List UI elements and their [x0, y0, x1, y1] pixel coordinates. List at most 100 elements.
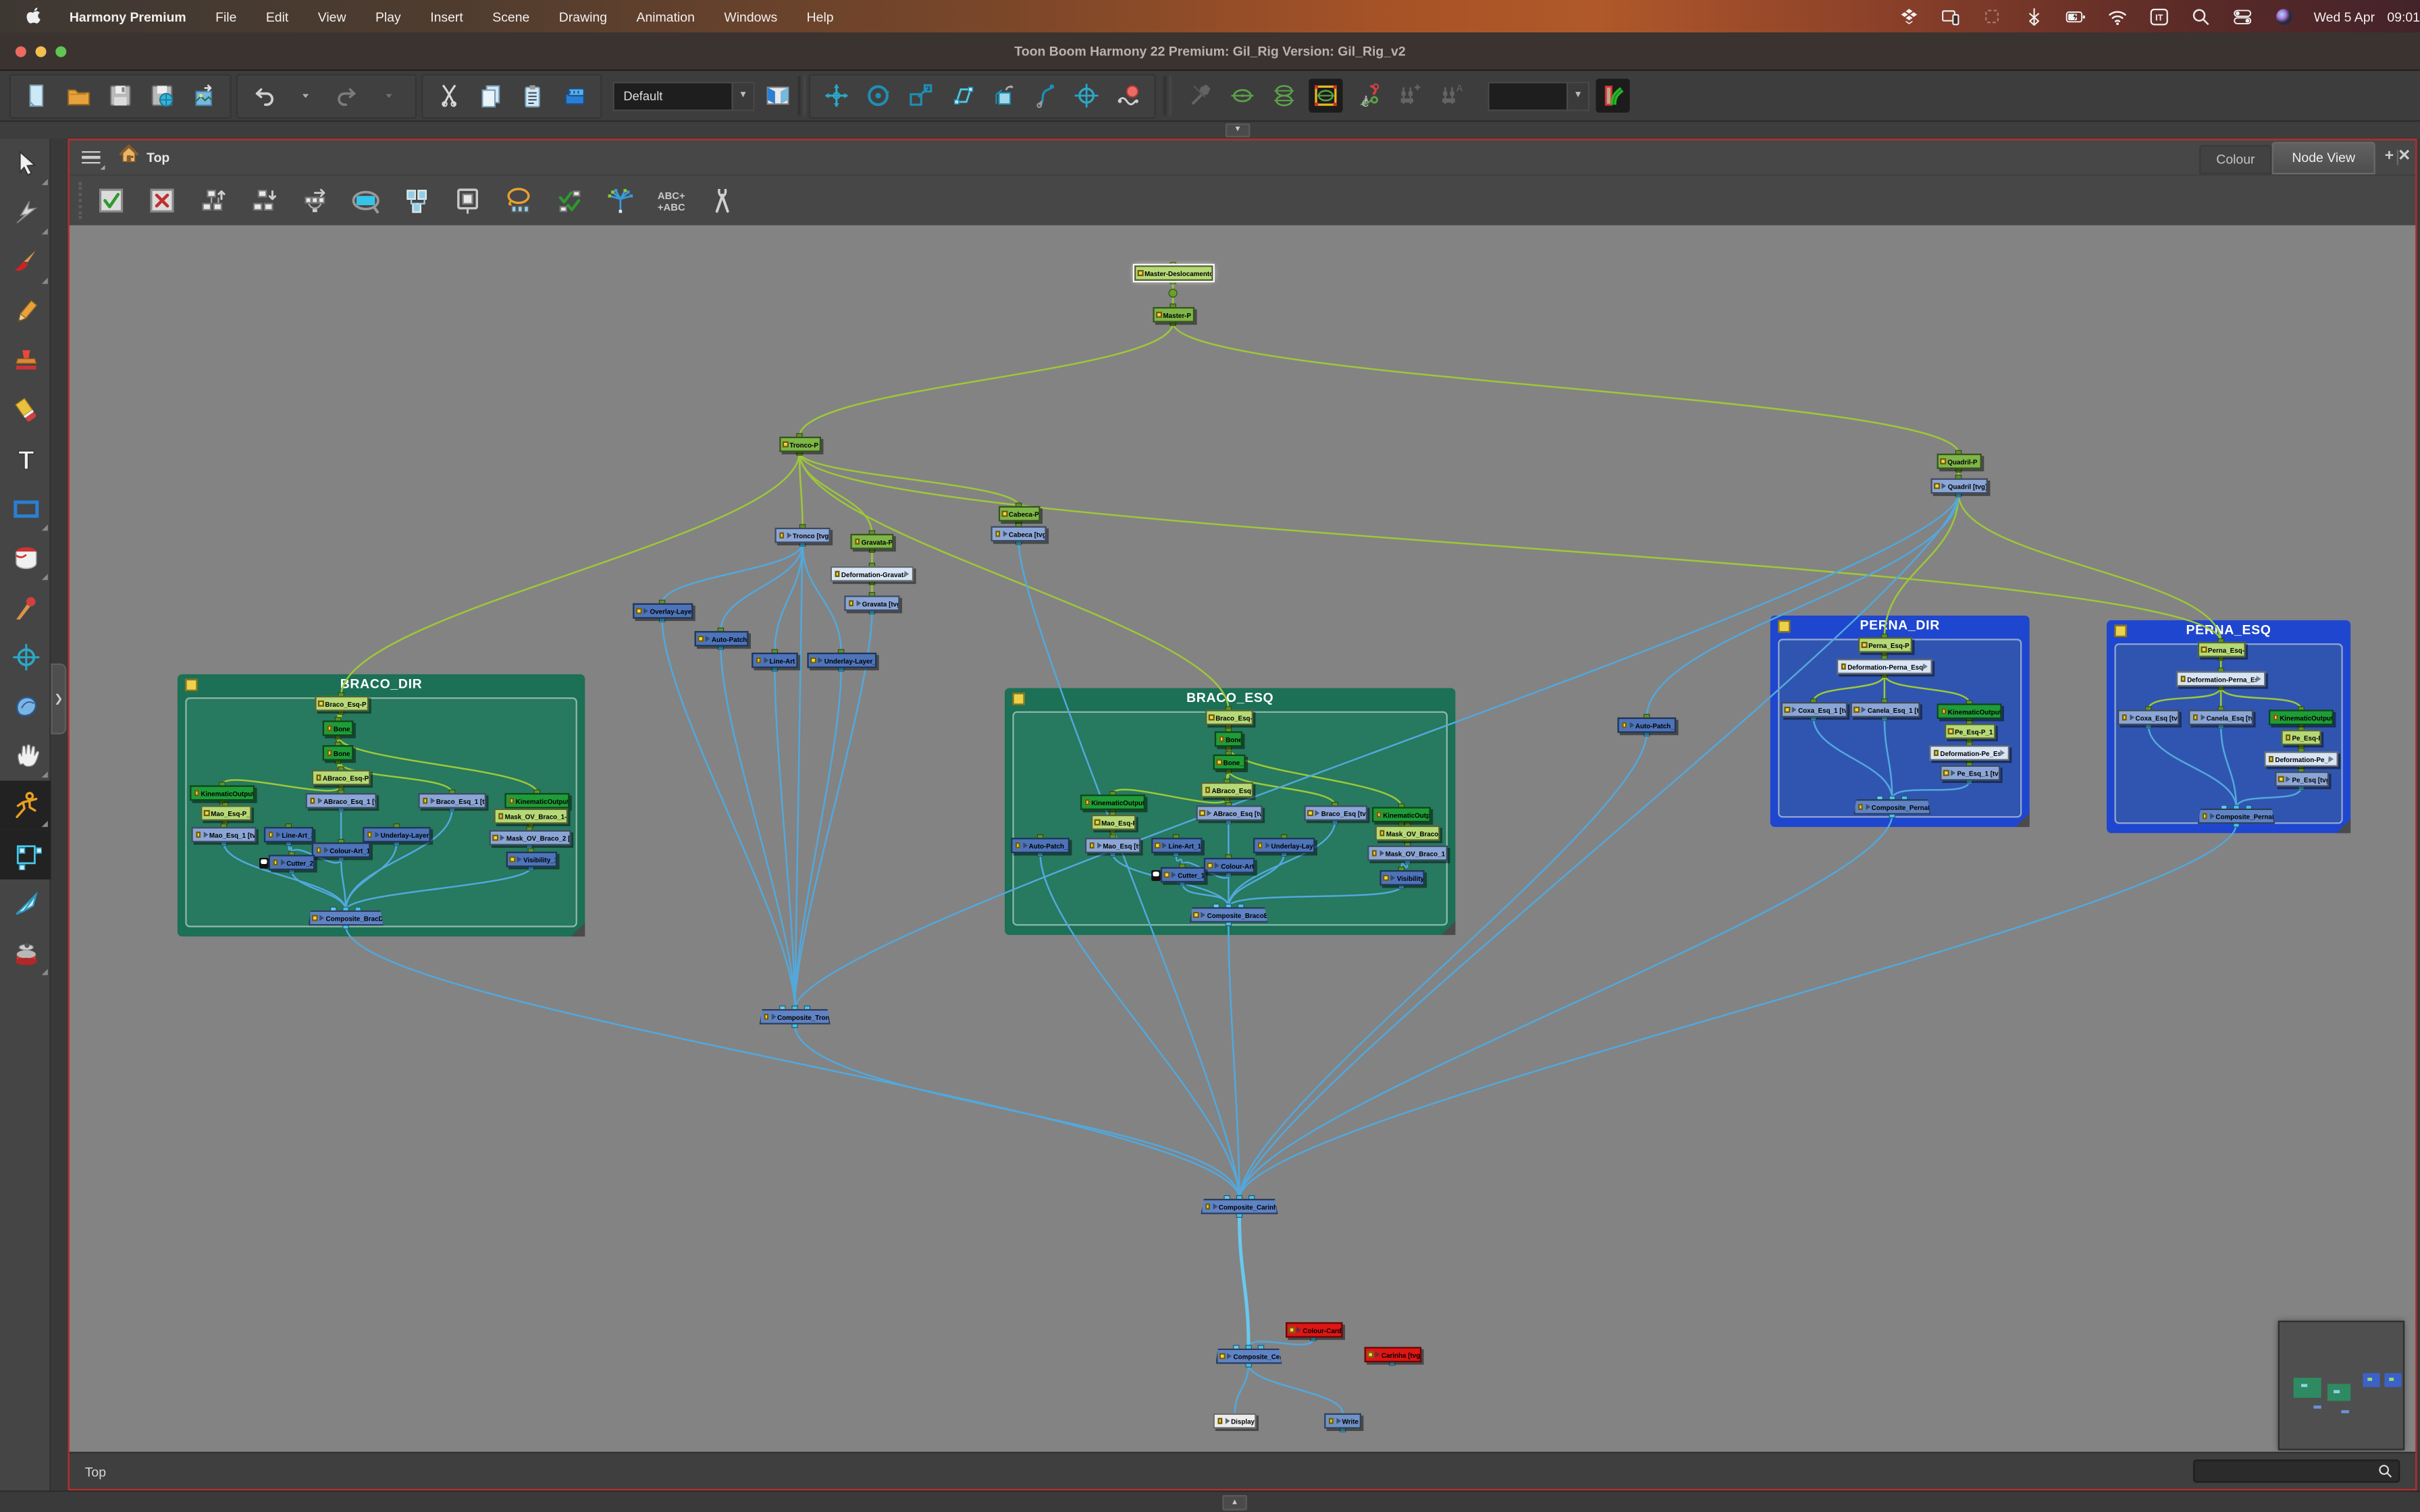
cable-cutter-icon[interactable] — [702, 180, 742, 220]
node-carinhaTvg[interactable]: Carinha [tvg] — [1363, 1347, 1421, 1362]
thumbnail-toggle-icon[interactable] — [430, 798, 435, 804]
double-ellipse-control-icon[interactable] — [1267, 79, 1301, 113]
ghost-app-icon[interactable] — [1982, 5, 2003, 27]
node-pernaEsqP[interactable]: Perna_Esq-P — [2197, 642, 2245, 657]
scale-icon[interactable] — [903, 79, 937, 113]
node-abracoEsq1Tvg[interactable]: ABraco_Esq_1 [tvg] — [306, 793, 377, 809]
node-note-icon[interactable] — [854, 538, 860, 545]
node-bone2[interactable]: Bone_2 — [323, 720, 354, 736]
node-note-icon[interactable] — [194, 789, 199, 796]
node-note-icon[interactable] — [2192, 713, 2198, 721]
node-bone1[interactable]: Bone_1 — [1212, 755, 1244, 770]
thumbnail-toggle-icon[interactable] — [1379, 850, 1384, 856]
thumbnail-toggle-icon[interactable] — [643, 608, 648, 614]
node-note-icon[interactable] — [2285, 734, 2290, 741]
node-bone3[interactable]: Bone_3 — [323, 745, 354, 761]
cut-icon[interactable] — [432, 79, 466, 113]
thumbnail-toggle-icon[interactable] — [1296, 1327, 1301, 1333]
menu-item-edit[interactable]: Edit — [266, 9, 289, 24]
selection-control-icon[interactable] — [1309, 79, 1342, 113]
thumbnail-toggle-icon[interactable] — [1215, 863, 1219, 869]
node-kinOut5[interactable]: KinematicOutput_5 — [1080, 794, 1145, 810]
node-quadrilP[interactable]: Quadril-P — [1936, 454, 1980, 469]
thumbnail-toggle-icon[interactable] — [1213, 1204, 1217, 1210]
thumbnail-toggle-icon[interactable] — [323, 847, 328, 853]
node-troncoP[interactable]: Tronco-P — [779, 437, 820, 452]
distribute-ports-icon[interactable] — [295, 180, 335, 220]
node-note-icon[interactable] — [1219, 1353, 1225, 1360]
thumbnail-toggle-icon[interactable] — [2200, 714, 2205, 720]
node-note-icon[interactable] — [1216, 759, 1221, 766]
thumbnail-toggle-icon[interactable] — [1022, 842, 1027, 848]
node-cutter1[interactable]: Cutter_1 — [1160, 867, 1205, 883]
node-maoEsqP1[interactable]: Mao_Esq-P_1 — [200, 805, 251, 821]
node-note-icon[interactable] — [1199, 809, 1205, 817]
menu-item-windows[interactable]: Windows — [724, 9, 777, 24]
menu-item-scene[interactable]: Scene — [492, 9, 529, 24]
save-icon[interactable] — [103, 79, 137, 113]
bluetooth-icon[interactable] — [2024, 5, 2045, 27]
home-icon[interactable] — [117, 142, 140, 173]
toggle-thumbnails-icon[interactable] — [550, 180, 589, 220]
node-bracoEsqP[interactable]: Braco_Esq-P — [1205, 709, 1253, 725]
enter-group-icon[interactable] — [448, 180, 488, 220]
node-note-icon[interactable] — [2180, 675, 2186, 682]
node-note-icon[interactable] — [509, 856, 515, 863]
control-center-icon[interactable] — [2232, 5, 2254, 27]
node-note-icon[interactable] — [318, 700, 323, 707]
menu-item-animation[interactable]: Animation — [636, 9, 694, 24]
thumbnail-toggle-icon[interactable] — [500, 835, 505, 841]
thumbnail-toggle-icon[interactable] — [319, 915, 324, 921]
expand-timeline-button[interactable]: ▴ — [1222, 1495, 1247, 1511]
node-note-icon[interactable] — [268, 831, 273, 838]
node-bracoEsqP1[interactable]: Braco_Esq-P_1 — [314, 696, 368, 711]
node-note-icon[interactable] — [1367, 1351, 1373, 1358]
node-note-icon[interactable] — [1219, 735, 1224, 742]
deformer-expand-icon[interactable] — [1923, 664, 1928, 670]
contour-editor-tool-icon[interactable] — [0, 682, 51, 731]
paste-icon[interactable] — [515, 79, 549, 113]
collapse-toolbar-button[interactable]: ▾ — [1226, 124, 1251, 138]
node-write[interactable]: Write — [1324, 1413, 1361, 1429]
node-note-icon[interactable] — [1084, 799, 1090, 806]
dropbox-icon[interactable] — [1899, 5, 1920, 27]
node-maskOv2Tvg[interactable]: Mask_OV_Braco_2 [tvg] — [488, 830, 570, 846]
menu-item-help[interactable]: Help — [807, 9, 834, 24]
tab-node-view[interactable]: Node View — [2272, 142, 2375, 174]
deformer-expand-icon[interactable] — [2257, 676, 2261, 682]
open-scene-icon[interactable] — [61, 79, 95, 113]
thumbnail-toggle-icon[interactable] — [856, 600, 861, 606]
node-abracoEsqP[interactable]: ABraco_Esq-P — [1201, 782, 1253, 798]
node-note-icon[interactable] — [1940, 458, 1945, 465]
node-kinOut2[interactable]: KinematicOutput_2 — [190, 785, 255, 801]
toolbar-drag-handle[interactable] — [79, 182, 85, 219]
navigate-network-icon[interactable] — [600, 180, 640, 220]
preset-dropdown[interactable]: Default▼ — [612, 81, 754, 110]
node-abracoEsqP1[interactable]: ABraco_Esq-P_1 — [312, 770, 371, 786]
node-colourArt[interactable]: Colour-Art — [1203, 858, 1254, 873]
node-display[interactable]: Display — [1213, 1413, 1257, 1429]
deformer-expand-icon[interactable] — [904, 571, 909, 577]
node-gravataTvg[interactable]: Gravata [tvg] — [844, 595, 899, 611]
node-bracoEsq1Tvg[interactable]: Braco_Esq_1 [tvg] — [418, 793, 486, 809]
node-maoEsqP[interactable]: Mao_Esq-P — [1090, 815, 1135, 830]
node-note-icon[interactable] — [1193, 911, 1199, 919]
node-note-icon[interactable] — [2278, 776, 2284, 783]
node-note-icon[interactable] — [1138, 269, 1143, 277]
menu-item-view[interactable]: View — [318, 9, 346, 24]
node-note-icon[interactable] — [2268, 755, 2273, 763]
add-deformer-icon[interactable] — [1392, 79, 1426, 113]
tools-icon[interactable] — [1184, 79, 1217, 113]
sidecar-display-icon[interactable] — [1941, 5, 1962, 27]
apple-menu-icon[interactable] — [22, 5, 45, 28]
node-compBracoEsq[interactable]: Composite_BracoEsq — [1189, 907, 1268, 923]
rotate-icon[interactable] — [861, 79, 895, 113]
node-compPernaDir[interactable]: Composite_PernaDir — [1853, 799, 1930, 815]
pivot-tool-icon[interactable] — [0, 632, 51, 682]
node-cutter2[interactable]: Cutter_2 — [269, 855, 315, 870]
node-note-icon[interactable] — [2202, 813, 2207, 820]
node-note-icon[interactable] — [508, 797, 514, 805]
node-note-icon[interactable] — [1862, 641, 1867, 649]
node-defPe1[interactable]: Deformation-Pe_Esq_1 — [1929, 745, 2009, 761]
node-note-icon[interactable] — [810, 657, 816, 664]
